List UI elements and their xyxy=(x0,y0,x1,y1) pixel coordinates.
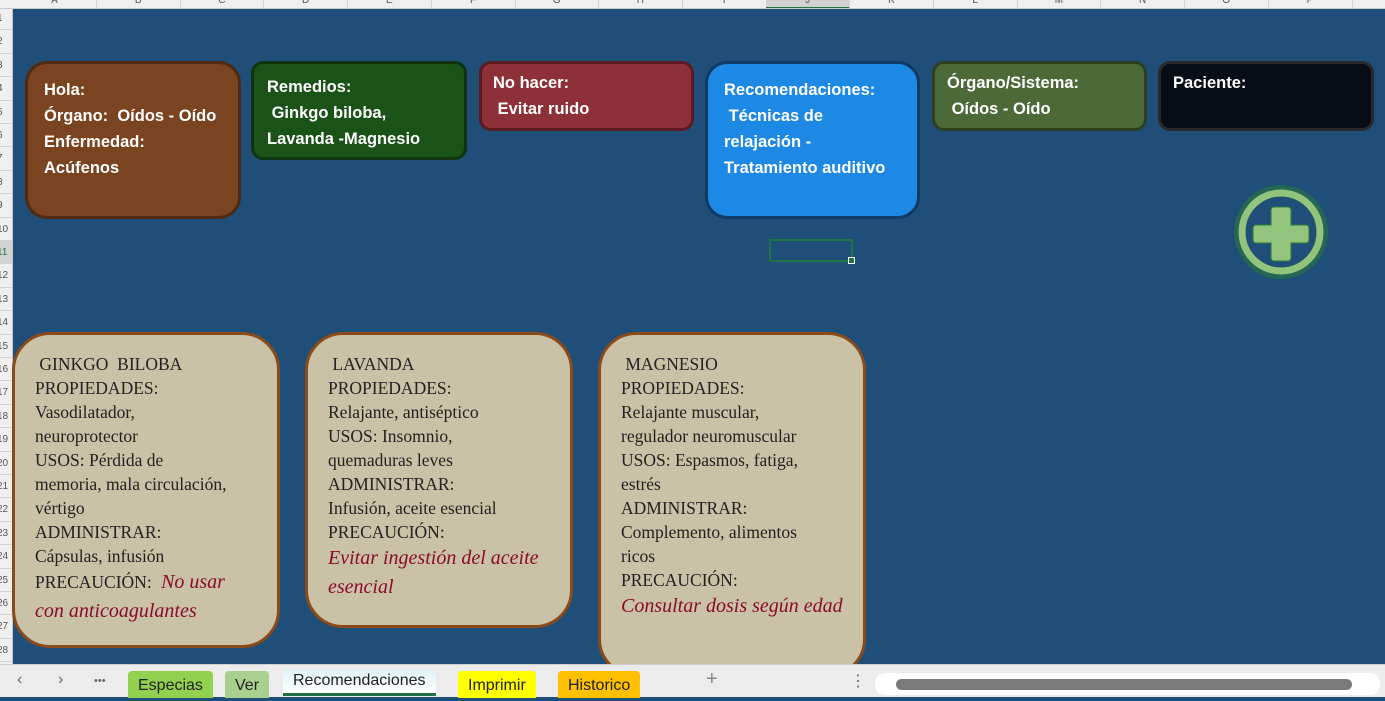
card-body: MAGNESIO PROPIEDADES: Relajante muscular… xyxy=(621,354,798,566)
row-header[interactable]: 26 xyxy=(0,592,12,616)
column-header[interactable]: G xyxy=(515,0,600,8)
tab-imprimir[interactable]: Imprimir xyxy=(458,671,536,698)
row-header[interactable]: 17 xyxy=(0,381,12,405)
prev-sheet-button[interactable]: ‹ xyxy=(17,671,23,688)
row-header[interactable]: 18 xyxy=(0,405,12,429)
add-sheet-button[interactable]: + xyxy=(706,668,718,690)
row-header[interactable]: 23 xyxy=(0,522,12,546)
row-header[interactable]: 20 xyxy=(0,452,12,475)
more-sheets-button[interactable]: ••• xyxy=(94,675,106,687)
tab-ver[interactable]: Ver xyxy=(225,671,270,698)
lavanda-card[interactable]: LAVANDA PROPIEDADES: Relajante, antisépt… xyxy=(305,332,573,628)
column-header[interactable]: Q xyxy=(1352,0,1385,8)
row-header[interactable]: 3 xyxy=(0,54,12,78)
row-header[interactable]: 8 xyxy=(0,171,12,195)
column-header[interactable]: M xyxy=(1017,0,1102,8)
column-header[interactable]: J xyxy=(766,0,851,8)
row-header[interactable]: 24 xyxy=(0,545,12,569)
row-header[interactable]: 1 xyxy=(0,9,12,31)
column-header[interactable]: F xyxy=(432,0,516,8)
next-sheet-button[interactable]: › xyxy=(58,671,64,688)
row-header[interactable]: 2 xyxy=(0,30,12,54)
row-header[interactable]: 16 xyxy=(0,358,12,382)
row-headers: 1234567891011121314151617181920212223242… xyxy=(0,9,13,664)
row-header[interactable]: 11 xyxy=(0,241,12,265)
column-header[interactable]: P xyxy=(1269,0,1353,8)
column-header[interactable]: I xyxy=(683,0,767,8)
hola-box[interactable]: Hola: Órgano: Oídos - Oído Enfermedad: A… xyxy=(25,61,241,219)
card-precaution-label: PRECAUCIÓN: xyxy=(328,522,445,542)
row-header[interactable]: 19 xyxy=(0,428,12,452)
column-header[interactable]: D xyxy=(264,0,349,8)
column-header[interactable]: A xyxy=(13,0,97,8)
column-header[interactable]: H xyxy=(599,0,683,8)
card-body: GINKGO BILOBA PROPIEDADES: Vasodilatador… xyxy=(35,354,227,566)
paciente-box[interactable]: Paciente: xyxy=(1158,61,1374,131)
remedios-box[interactable]: Remedios: Ginkgo biloba, Lavanda -Magnes… xyxy=(251,61,467,160)
tab-especias[interactable]: Especias xyxy=(128,671,213,698)
row-header[interactable]: 10 xyxy=(0,218,12,241)
scrollbar-thumb[interactable] xyxy=(896,679,1352,690)
row-header[interactable]: 22 xyxy=(0,498,12,522)
column-header[interactable]: O xyxy=(1185,0,1269,8)
card-precaution-text: Evitar ingestión del aceite esencial xyxy=(328,547,544,598)
column-header[interactable]: K xyxy=(850,0,934,8)
tab-options-icon[interactable]: ⋮ xyxy=(850,673,866,690)
row-header[interactable]: 12 xyxy=(0,264,12,288)
row-header[interactable]: 13 xyxy=(0,288,12,312)
recomendaciones-box[interactable]: Recomendaciones: Técnicas de relajación … xyxy=(705,61,920,219)
card-precaution-label: PRECAUCIÓN: xyxy=(621,570,738,590)
add-plus-icon[interactable] xyxy=(1234,185,1328,279)
column-header[interactable]: B xyxy=(97,0,181,8)
row-header[interactable]: 25 xyxy=(0,569,12,592)
card-precaution-text: Consultar dosis según edad xyxy=(621,595,843,617)
card-body: LAVANDA PROPIEDADES: Relajante, antisépt… xyxy=(328,354,497,518)
ginkgo-card[interactable]: GINKGO BILOBA PROPIEDADES: Vasodilatador… xyxy=(12,332,280,648)
row-header[interactable]: 28 xyxy=(0,639,12,663)
column-headers: ABCDEFGHIJKLMNOPQ xyxy=(0,0,1385,9)
row-header[interactable]: 15 xyxy=(0,335,12,358)
column-header[interactable]: E xyxy=(348,0,432,8)
no-hacer-box[interactable]: No hacer: Evitar ruido xyxy=(479,61,694,131)
row-header[interactable]: 6 xyxy=(0,124,12,148)
row-header[interactable]: 21 xyxy=(0,475,12,499)
column-header[interactable]: N xyxy=(1101,0,1186,8)
row-header[interactable]: 7 xyxy=(0,147,12,171)
tab-recomendaciones[interactable]: Recomendaciones xyxy=(283,669,436,696)
card-precaution-text: No usar con anticoagulantes xyxy=(35,571,230,622)
row-header[interactable]: 4 xyxy=(0,77,12,101)
magnesio-card[interactable]: MAGNESIO PROPIEDADES: Relajante muscular… xyxy=(598,332,866,677)
card-precaution-label: PRECAUCIÓN: xyxy=(35,572,157,592)
row-header[interactable]: 14 xyxy=(0,311,12,335)
row-header[interactable]: 27 xyxy=(0,615,12,639)
row-header[interactable]: 5 xyxy=(0,101,12,124)
tab-historico[interactable]: Historico xyxy=(558,671,641,698)
sheet-tab-bar: ‹ › ••• Especias Ver Recomendaciones Imp… xyxy=(0,664,1385,698)
organo-sistema-box[interactable]: Órgano/Sistema: Oídos - Oído xyxy=(932,61,1147,131)
row-header[interactable]: 9 xyxy=(0,194,12,218)
column-header[interactable]: L xyxy=(934,0,1018,8)
selected-cell[interactable] xyxy=(769,239,855,264)
column-header[interactable]: C xyxy=(180,0,265,8)
